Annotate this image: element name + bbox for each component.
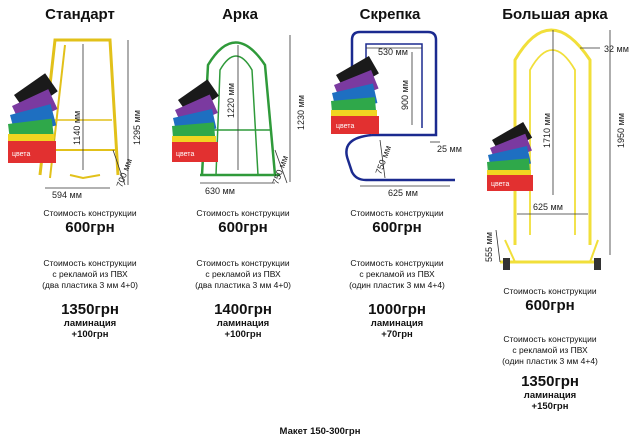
arch-dim-height: 1230 мм <box>296 95 306 130</box>
arch-dim-inner: 1220 мм <box>226 83 236 118</box>
big-arch-ad-line3: (один пластик 3 мм 4+4) <box>502 356 598 366</box>
big-arch-pricing: Стоимость конструкции 600грн Стоимость к… <box>470 286 630 412</box>
big-arch-base-price: 600грн <box>525 297 575 314</box>
standard-dim-height: 1295 мм <box>132 110 142 145</box>
clip-dim-height: 900 мм <box>400 80 410 110</box>
clip-dim-diameter: 25 мм <box>437 144 462 154</box>
arch-cost-label: Стоимость конструкции <box>196 208 290 218</box>
title-standard: Стандарт <box>45 6 115 23</box>
sample-label-standard: цвета <box>12 151 30 158</box>
clip-pricing: Стоимость конструкции 600грн Стоимость к… <box>317 208 477 340</box>
big-arch-ad-price: 1350грн <box>521 373 579 390</box>
arch-ad-line1: Стоимость конструкции <box>196 258 290 268</box>
sample-label-big-arch: цвета <box>491 181 509 188</box>
color-samples-arch <box>172 79 219 162</box>
standard-dim-width: 594 мм <box>52 190 82 200</box>
clip-ad-line2: с рекламой из ПВХ <box>359 269 435 279</box>
color-samples-standard <box>8 73 58 163</box>
sample-label-arch: цвета <box>176 151 194 158</box>
title-big-arch: Большая арка <box>502 6 608 23</box>
clip-base-price: 600грн <box>372 219 422 236</box>
standard-lam-line1: ламинация <box>63 318 117 329</box>
clip-lam-line2: +70грн <box>381 329 413 340</box>
clip-ad-line3: (один пластик 3 мм 4+4) <box>349 280 445 290</box>
clip-dim-depth: 750 мм <box>373 144 393 176</box>
arch-ad-line2: с рекламой из ПВХ <box>205 269 281 279</box>
arch-ad-line3: (два пластика 3 мм 4+0) <box>195 280 291 290</box>
big-arch-stand-drawing <box>500 28 600 264</box>
clip-lam-line1: ламинация <box>370 318 424 329</box>
standard-ad-line2: с рекламой из ПВХ <box>52 269 128 279</box>
standard-base-price: 600грн <box>65 219 115 236</box>
clip-cost-label: Стоимость конструкции <box>350 208 444 218</box>
color-samples-clip <box>331 56 379 134</box>
arch-stand-drawing <box>200 41 280 177</box>
arch-ad-price: 1400грн <box>214 301 272 318</box>
footer-layout-price: Макет 150-300грн <box>279 426 361 437</box>
arch-dim-width: 630 мм <box>205 186 235 196</box>
arch-base-price: 600грн <box>218 219 268 236</box>
clip-dim-width: 625 мм <box>388 188 418 198</box>
standard-ad-line1: Стоимость конструкции <box>43 258 137 268</box>
arch-lam-line2: +100грн <box>224 329 262 340</box>
big-arch-dim-inner: 1710 мм <box>542 113 552 148</box>
big-arch-dim-height: 1950 мм <box>616 113 626 148</box>
title-clip: Скрепка <box>359 6 421 23</box>
title-arch: Арка <box>222 6 258 23</box>
clip-ad-line1: Стоимость конструкции <box>350 258 444 268</box>
standard-lam-line2: +100грн <box>71 329 109 340</box>
arch-pricing: Стоимость конструкции 600грн Стоимость к… <box>163 208 323 340</box>
sample-label-clip: цвета <box>336 123 354 130</box>
standard-dim-inner: 1140 мм <box>72 111 82 145</box>
standard-ad-line3: (два пластика 3 мм 4+0) <box>42 280 138 290</box>
color-samples-big-arch <box>487 122 533 191</box>
standard-pricing: Стоимость конструкции 600грн Стоимость к… <box>10 208 170 340</box>
clip-ad-price: 1000грн <box>368 301 426 318</box>
big-arch-dim-depth: 555 мм <box>484 232 494 262</box>
big-arch-lam-line2: +150грн <box>531 401 569 412</box>
standard-cost-label: Стоимость конструкции <box>43 208 137 218</box>
standard-ad-price: 1350грн <box>61 301 119 318</box>
big-arch-dim-diameter: 32 мм <box>604 44 629 54</box>
clip-dim-top-width: 530 мм <box>378 47 408 57</box>
big-arch-cost-label: Стоимость конструкции <box>503 286 597 296</box>
big-arch-lam-line1: ламинация <box>523 390 577 401</box>
big-arch-dim-width: 625 мм <box>533 202 563 212</box>
big-arch-ad-line1: Стоимость конструкции <box>503 334 597 344</box>
big-arch-ad-line2: с рекламой из ПВХ <box>512 345 588 355</box>
arch-lam-line1: ламинация <box>216 318 270 329</box>
